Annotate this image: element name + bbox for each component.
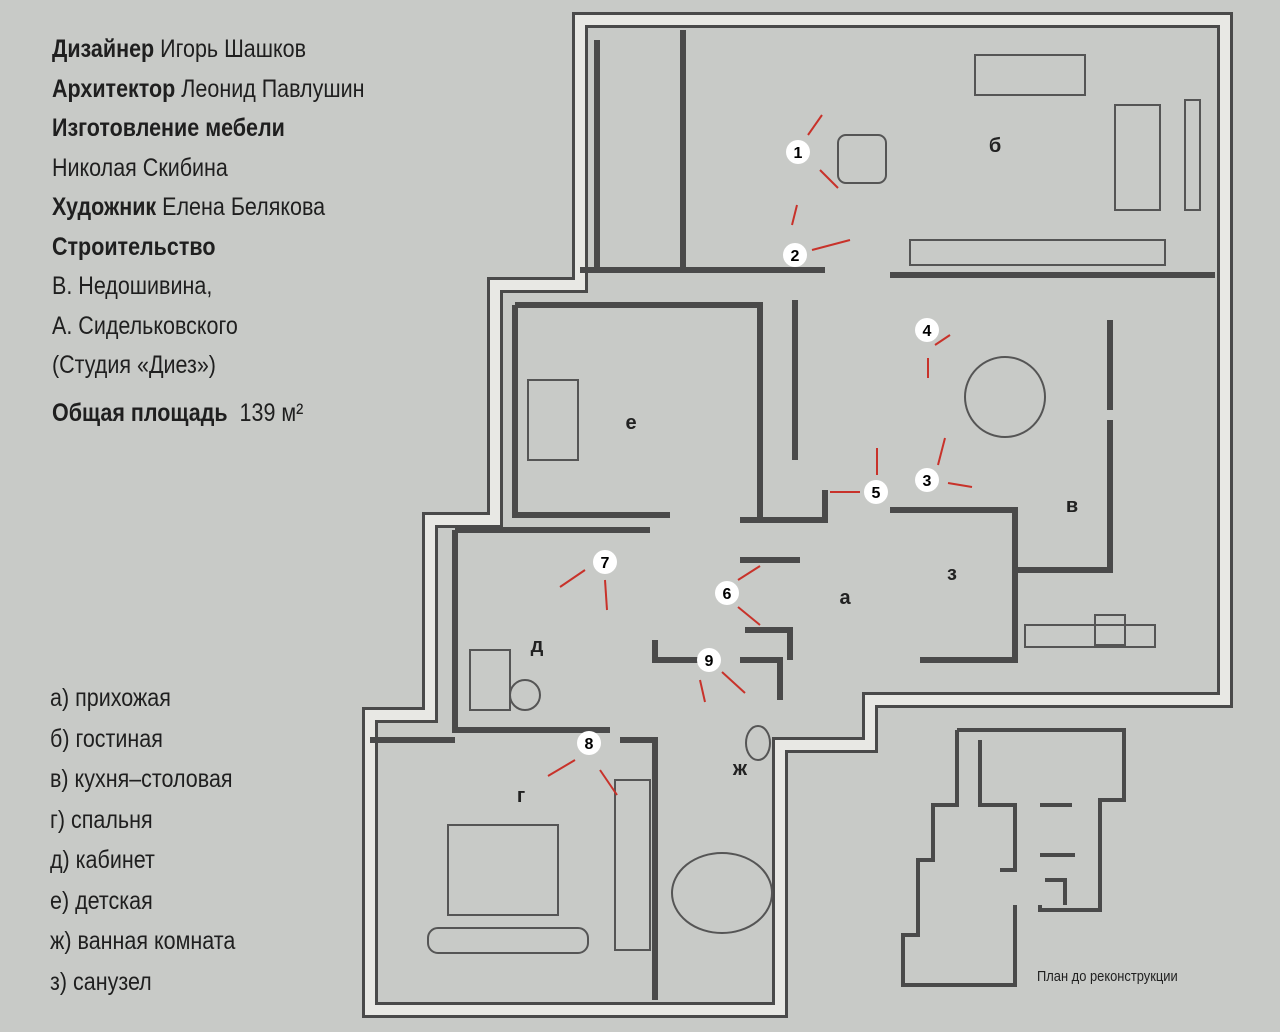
- legend-item: з) санузел: [50, 967, 152, 996]
- marker-8: 8: [577, 731, 601, 755]
- credits-block: Дизайнер Игорь Шашков Архитектор Леонид …: [52, 30, 364, 433]
- total-area: Общая площадь 139 м²: [52, 398, 304, 427]
- svg-text:6: 6: [723, 586, 732, 603]
- svg-text:8: 8: [585, 736, 594, 753]
- credit-designer: Дизайнер Игорь Шашков: [52, 35, 307, 63]
- interior-walls: [370, 30, 1215, 1000]
- svg-text:5: 5: [872, 485, 881, 502]
- credit-construction-2: А. Сидельковского: [52, 311, 238, 340]
- svg-text:1: 1: [794, 145, 803, 162]
- svg-text:3: 3: [923, 473, 932, 490]
- furniture: [427, 54, 1201, 954]
- room-label-zh: ж: [732, 758, 748, 780]
- legend-item: е) детская: [50, 886, 153, 915]
- marker-4: 4: [915, 318, 939, 342]
- legend-item: ж) ванная комната: [50, 927, 236, 955]
- credit-construction: Строительство: [52, 232, 216, 261]
- credit-construction-1: В. Недошивина,: [52, 272, 213, 300]
- credit-furniture-name: Николая Скибина: [52, 153, 228, 182]
- svg-text:9: 9: [705, 653, 714, 670]
- marker-5: 5: [864, 480, 888, 504]
- svg-text:2: 2: [791, 248, 800, 265]
- room-label-b: б: [989, 135, 1001, 157]
- room-label-a: а: [839, 587, 851, 609]
- marker-3: 3: [915, 468, 939, 492]
- marker-1: 1: [786, 140, 810, 164]
- credit-architect: Архитектор Леонид Павлушин: [52, 74, 365, 103]
- small-plan-caption: План до реконструкции: [1037, 968, 1178, 985]
- marker-2: 2: [783, 243, 807, 267]
- legend-item: а) прихожая: [50, 684, 171, 712]
- marker-9: 9: [697, 648, 721, 672]
- legend-item: б) гостиная: [50, 724, 163, 753]
- room-label-g: г: [517, 785, 525, 807]
- svg-text:7: 7: [601, 555, 610, 572]
- room-label-z: з: [947, 563, 957, 585]
- room-legend: а) прихожая б) гостиная в) кухня–столова…: [50, 678, 235, 1002]
- svg-text:4: 4: [923, 323, 932, 340]
- room-label-v: в: [1066, 495, 1078, 517]
- credit-artist: Художник Елена Белякова: [52, 193, 326, 221]
- credit-furniture: Изготовление мебели: [52, 114, 285, 142]
- legend-item: д) кабинет: [50, 846, 155, 874]
- legend-item: г) спальня: [50, 805, 153, 834]
- legend-item: в) кухня–столовая: [50, 765, 233, 793]
- markers: 1 2 3 4 5 6 7 8 9: [577, 140, 939, 755]
- room-label-e: е: [625, 412, 636, 434]
- small-plan: [901, 728, 1126, 987]
- marker-7: 7: [593, 550, 617, 574]
- marker-lines: [547, 114, 973, 796]
- marker-6: 6: [715, 581, 739, 605]
- credit-construction-3: (Студия «Диез»): [52, 351, 216, 379]
- room-label-d: д: [531, 635, 544, 657]
